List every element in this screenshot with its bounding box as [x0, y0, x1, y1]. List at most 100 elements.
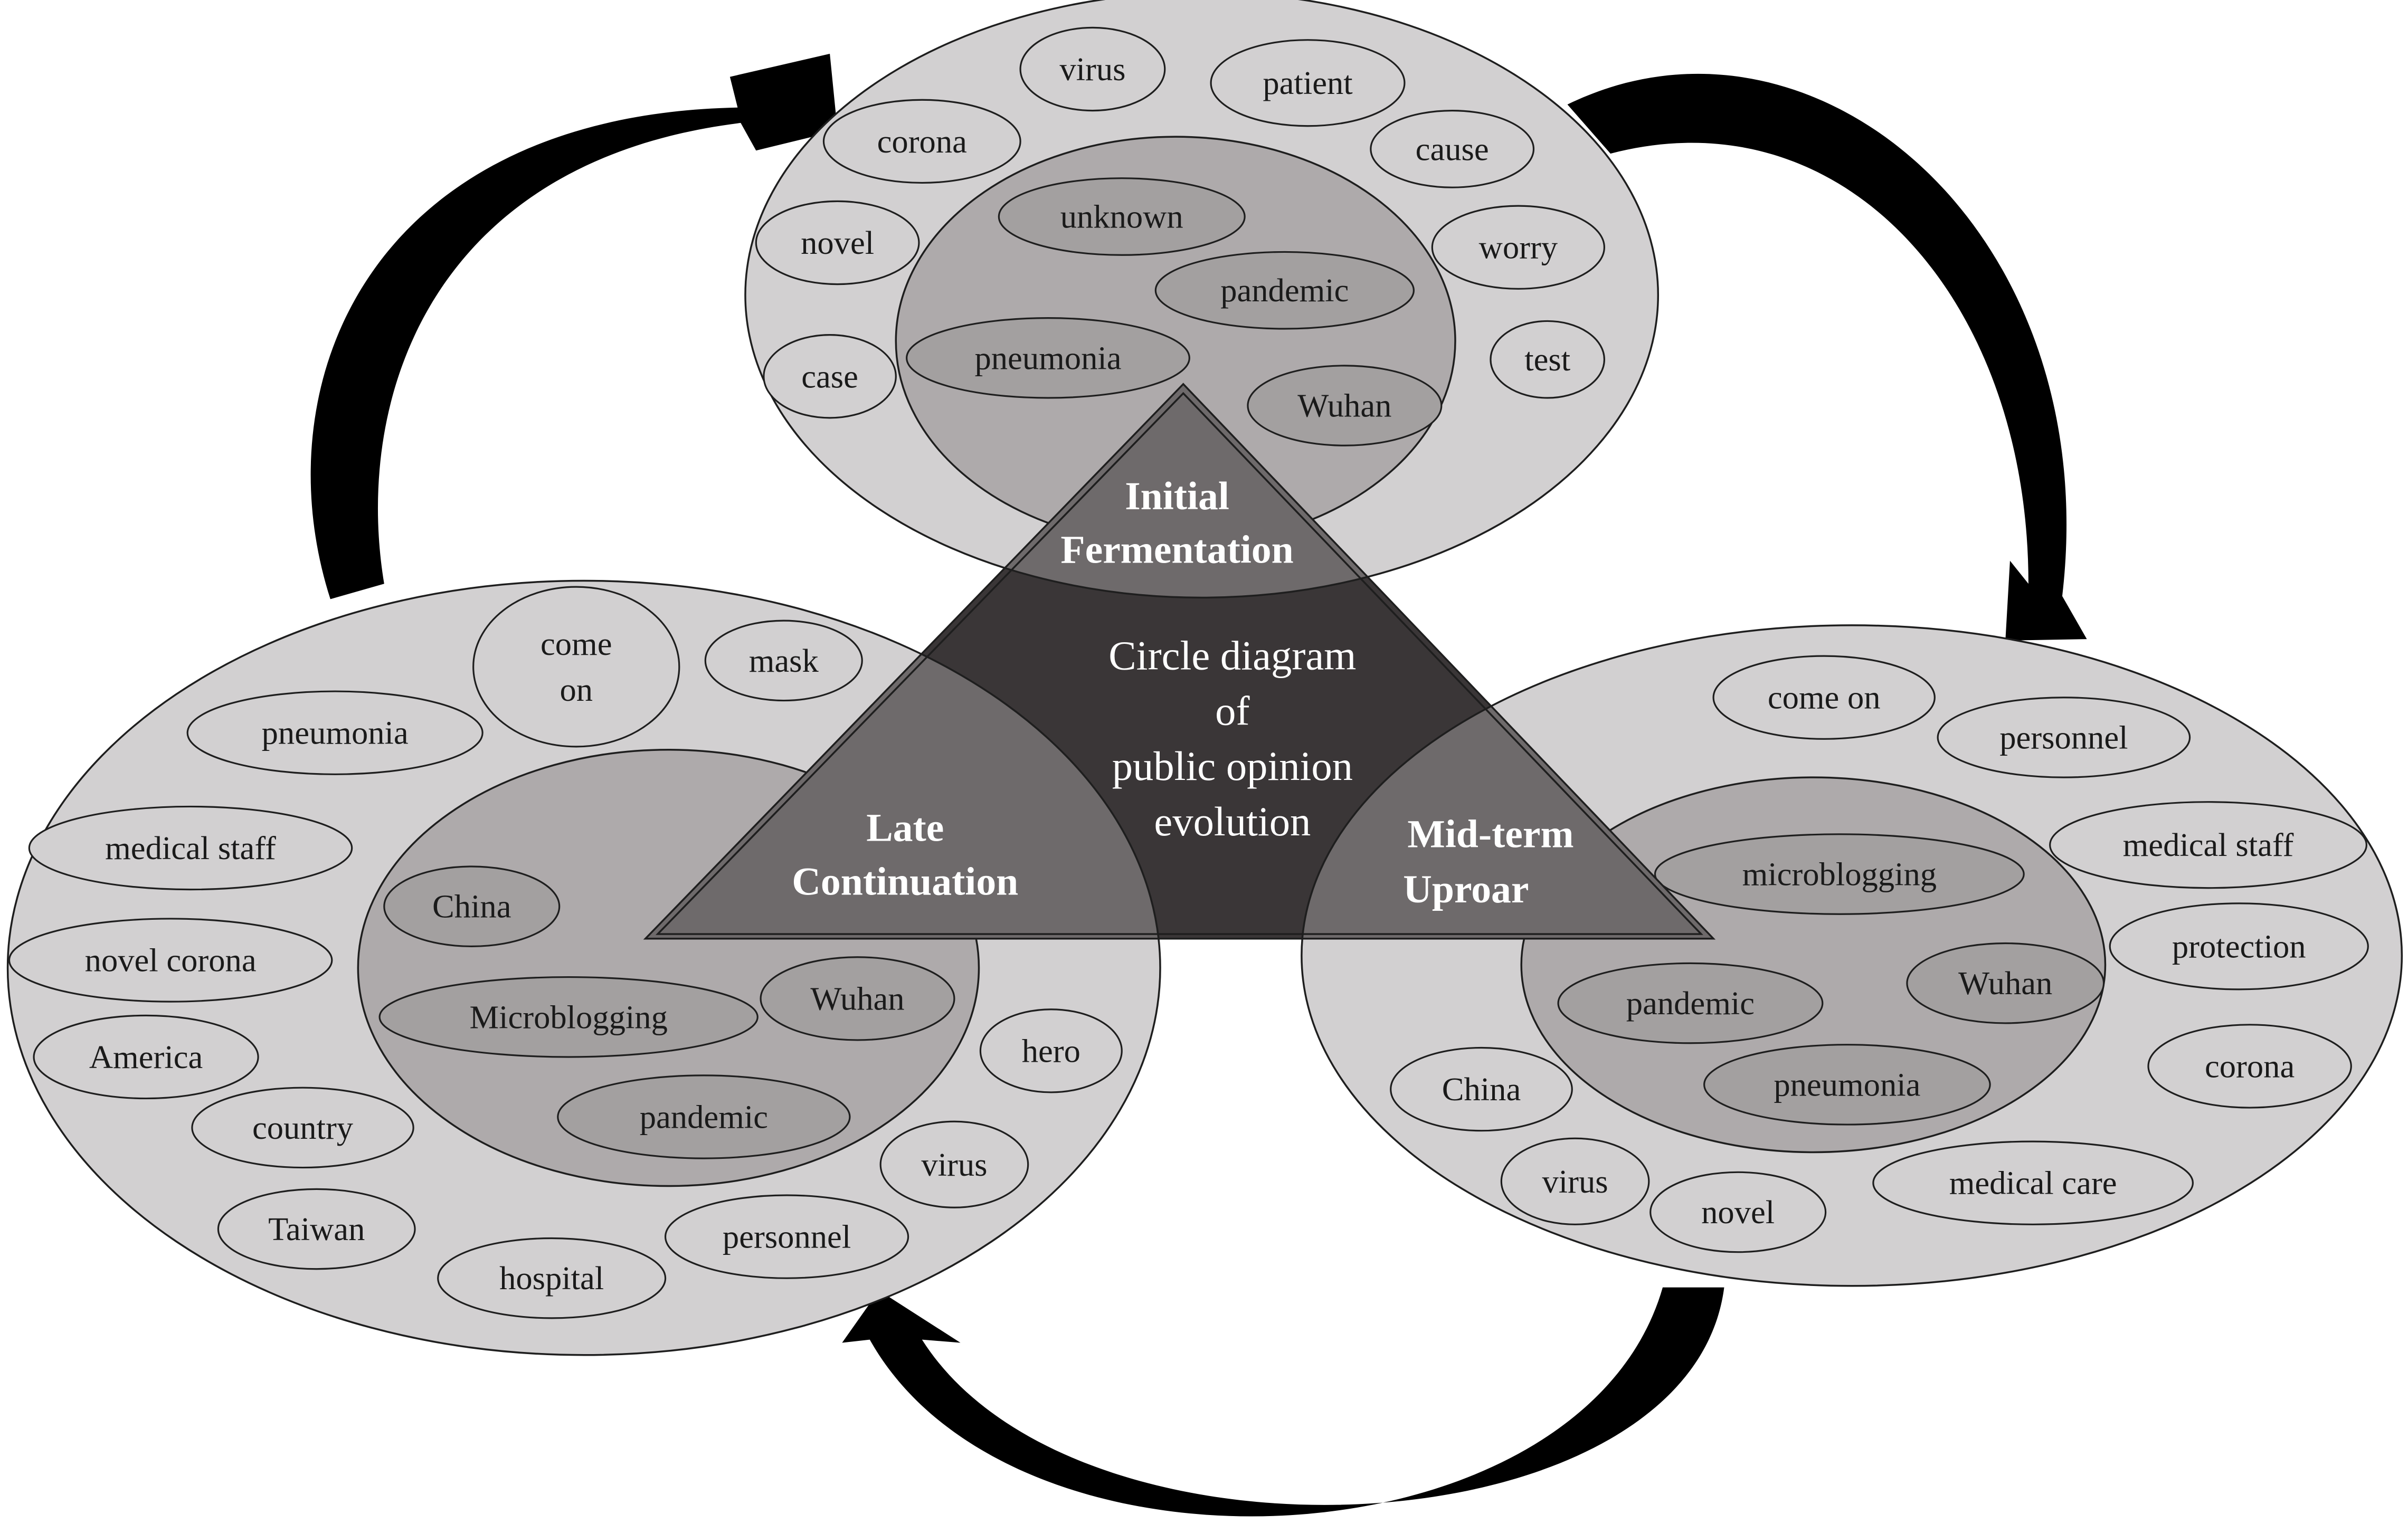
initial-inner-bubble-pandemic: [1154, 251, 1415, 330]
late-inner-bubble-wuhan: [760, 956, 955, 1041]
initial-outer-bubble-cause: [1370, 110, 1535, 188]
late-outer-bubble-america: [33, 1014, 259, 1100]
initial-inner-bubble-unknown: [998, 177, 1246, 256]
late-inner-keyword-microblogging: Microblogging: [469, 998, 667, 1035]
late-inner-keyword-wuhan: Wuhan: [810, 980, 904, 1017]
late-title-line-2: Continuation: [792, 860, 1018, 904]
late-outer-keyword-come-on-line-1: come: [541, 625, 612, 662]
titles: Initial Fermentation Late Continuation M…: [792, 474, 1573, 911]
initial-title-line-1: Initial: [1125, 474, 1229, 518]
initial-outer-bubble-case: [763, 334, 897, 419]
midterm-outer-bubble-protection: [2109, 902, 2369, 990]
late-outer-keyword-taiwan: Taiwan: [268, 1211, 365, 1247]
initial-outer-keyword-test: test: [1524, 341, 1571, 378]
midterm-outer-keyword-medical-staff: medical staff: [2123, 826, 2294, 863]
late-title-line-1: Late: [866, 806, 944, 850]
midterm-inner-keyword-pneumonia: pneumonia: [1774, 1066, 1920, 1103]
initial-outer-keyword-patient: patient: [1263, 64, 1353, 101]
late-outer-bubble-novel-corona: [8, 918, 333, 1003]
initial-inner-keyword-pandemic: pandemic: [1220, 272, 1349, 309]
midterm-outer-bubble-virus: [1500, 1137, 1650, 1225]
midterm-outer-bubble-medical-care: [1872, 1140, 2194, 1225]
initial-inner-keyword-wuhan: Wuhan: [1297, 387, 1391, 424]
midterm-inner-keyword-wuhan: Wuhan: [1958, 965, 2052, 1002]
late-outer-bubble-virus: [879, 1120, 1029, 1208]
midterm-inner-keyword-pandemic: pandemic: [1626, 985, 1755, 1022]
midterm-outer-keyword-medical-care: medical care: [1949, 1165, 2117, 1202]
phase-midterm-uproar: come on personnel medical staff protection c…: [1301, 624, 2403, 1287]
late-outer-bubble-come-on: [472, 586, 680, 748]
late-outer-keyword-mask: mask: [749, 642, 819, 679]
midterm-outer-keyword-personnel: personnel: [1999, 719, 2128, 756]
initial-inner-bubble-wuhan: [1247, 365, 1443, 446]
center-text-line-3: public opinion: [1112, 744, 1353, 789]
initial-outer-bubble-virus: [1019, 26, 1166, 112]
initial-outer-keyword-corona: corona: [877, 123, 967, 160]
initial-title-line-2: Fermentation: [1060, 528, 1293, 572]
late-outer-bubble-hospital: [437, 1237, 667, 1319]
arrow-midterm-to-late: [842, 1287, 1724, 1517]
triangle-outline: [643, 383, 1716, 940]
late-outer-bubble-taiwan: [217, 1188, 416, 1270]
late-outer-bubble-country: [191, 1087, 414, 1169]
initial-outer-bubble-worry: [1431, 205, 1605, 290]
late-outer-bubble-personnel: [664, 1194, 909, 1279]
late-inner-keyword-china: China: [432, 888, 511, 925]
midterm-outer-bubble-corona: [2147, 1024, 2352, 1109]
arrow-late-to-initial: [310, 53, 838, 599]
triangle-late-segment: [645, 579, 1161, 939]
late-outer-keyword-medical-staff: medical staff: [105, 830, 276, 866]
midterm-inner-keyword-microblogging: microblogging: [1742, 856, 1937, 893]
midterm-outer-bubble-medical-staff: [2049, 801, 2367, 889]
midterm-outer-keyword-china: China: [1442, 1071, 1521, 1108]
initial-inner-keyword-unknown: unknown: [1060, 198, 1183, 235]
midterm-inner-bubble-pandemic: [1557, 962, 1824, 1044]
midterm-title-line-2: Uproar: [1403, 868, 1529, 911]
midterm-outer-keyword-virus: virus: [1542, 1163, 1608, 1200]
midterm-outer-keyword-novel: novel: [1701, 1194, 1775, 1231]
initial-outer-bubble-corona: [822, 99, 1021, 184]
initial-outer-keyword-novel: novel: [801, 224, 874, 261]
late-outer-bubble-hero: [979, 1008, 1123, 1093]
midterm-outer-bubble-novel: [1649, 1171, 1827, 1253]
cycle-arrows: [310, 53, 2087, 1517]
arrow-initial-to-midterm: [1567, 73, 2087, 641]
midterm-outer-bubble-come-on: [1712, 655, 1936, 740]
late-inner-bubble-microblogging: [378, 976, 759, 1058]
center-text-line-1: Circle diagram: [1108, 633, 1356, 679]
midterm-outer-bubble-personnel: [1937, 697, 2191, 778]
late-outer-keyword-novel-corona: novel corona: [85, 942, 257, 979]
late-outer-bubble-medical-staff: [28, 805, 353, 891]
late-outer-keyword-hospital: hospital: [499, 1260, 604, 1297]
late-outer-bubble-mask: [704, 620, 863, 702]
initial-outer-bubble-novel: [755, 200, 920, 285]
initial-outer-keyword-cause: cause: [1416, 130, 1489, 167]
midterm-outer-keyword-protection: protection: [2172, 928, 2306, 965]
initial-inner-keyword-pneumonia: pneumonia: [974, 339, 1121, 376]
late-outer-keyword-personnel: personnel: [723, 1218, 851, 1255]
initial-outer-keyword-virus: virus: [1059, 51, 1125, 88]
center-text-line-4: evolution: [1154, 799, 1311, 845]
late-outer-keyword-hero: hero: [1022, 1032, 1080, 1069]
initial-outer-bubble-patient: [1210, 39, 1406, 127]
late-outer-keyword-come-on-line-2: on: [560, 671, 593, 708]
midterm-inner-bubble-pneumonia: [1703, 1044, 1991, 1126]
initial-outer-keyword-worry: worry: [1479, 229, 1558, 266]
late-inner-bubble-pandemic: [557, 1074, 851, 1159]
midterm-title-line-1: Mid-term: [1407, 812, 1573, 856]
center-text-line-2: of: [1215, 688, 1250, 734]
late-outer-keyword-pneumonia: pneumonia: [262, 715, 409, 751]
late-inner-bubble-china: [383, 865, 561, 947]
midterm-inner-bubble-microblogging: [1654, 833, 2025, 915]
initial-outer-bubble-test: [1490, 320, 1605, 399]
midterm-outer-keyword-come-on: come on: [1768, 679, 1881, 716]
initial-inner-bubble-pneumonia: [906, 317, 1190, 399]
midterm-outer-keyword-corona: corona: [2205, 1047, 2295, 1084]
triangle-outline-inner: [655, 392, 1703, 935]
midterm-outer-bubble-china: [1390, 1046, 1573, 1132]
late-outer-keyword-virus: virus: [921, 1146, 987, 1183]
late-outer-keyword-america: America: [89, 1039, 203, 1075]
late-outer-keyword-country: country: [252, 1109, 354, 1146]
